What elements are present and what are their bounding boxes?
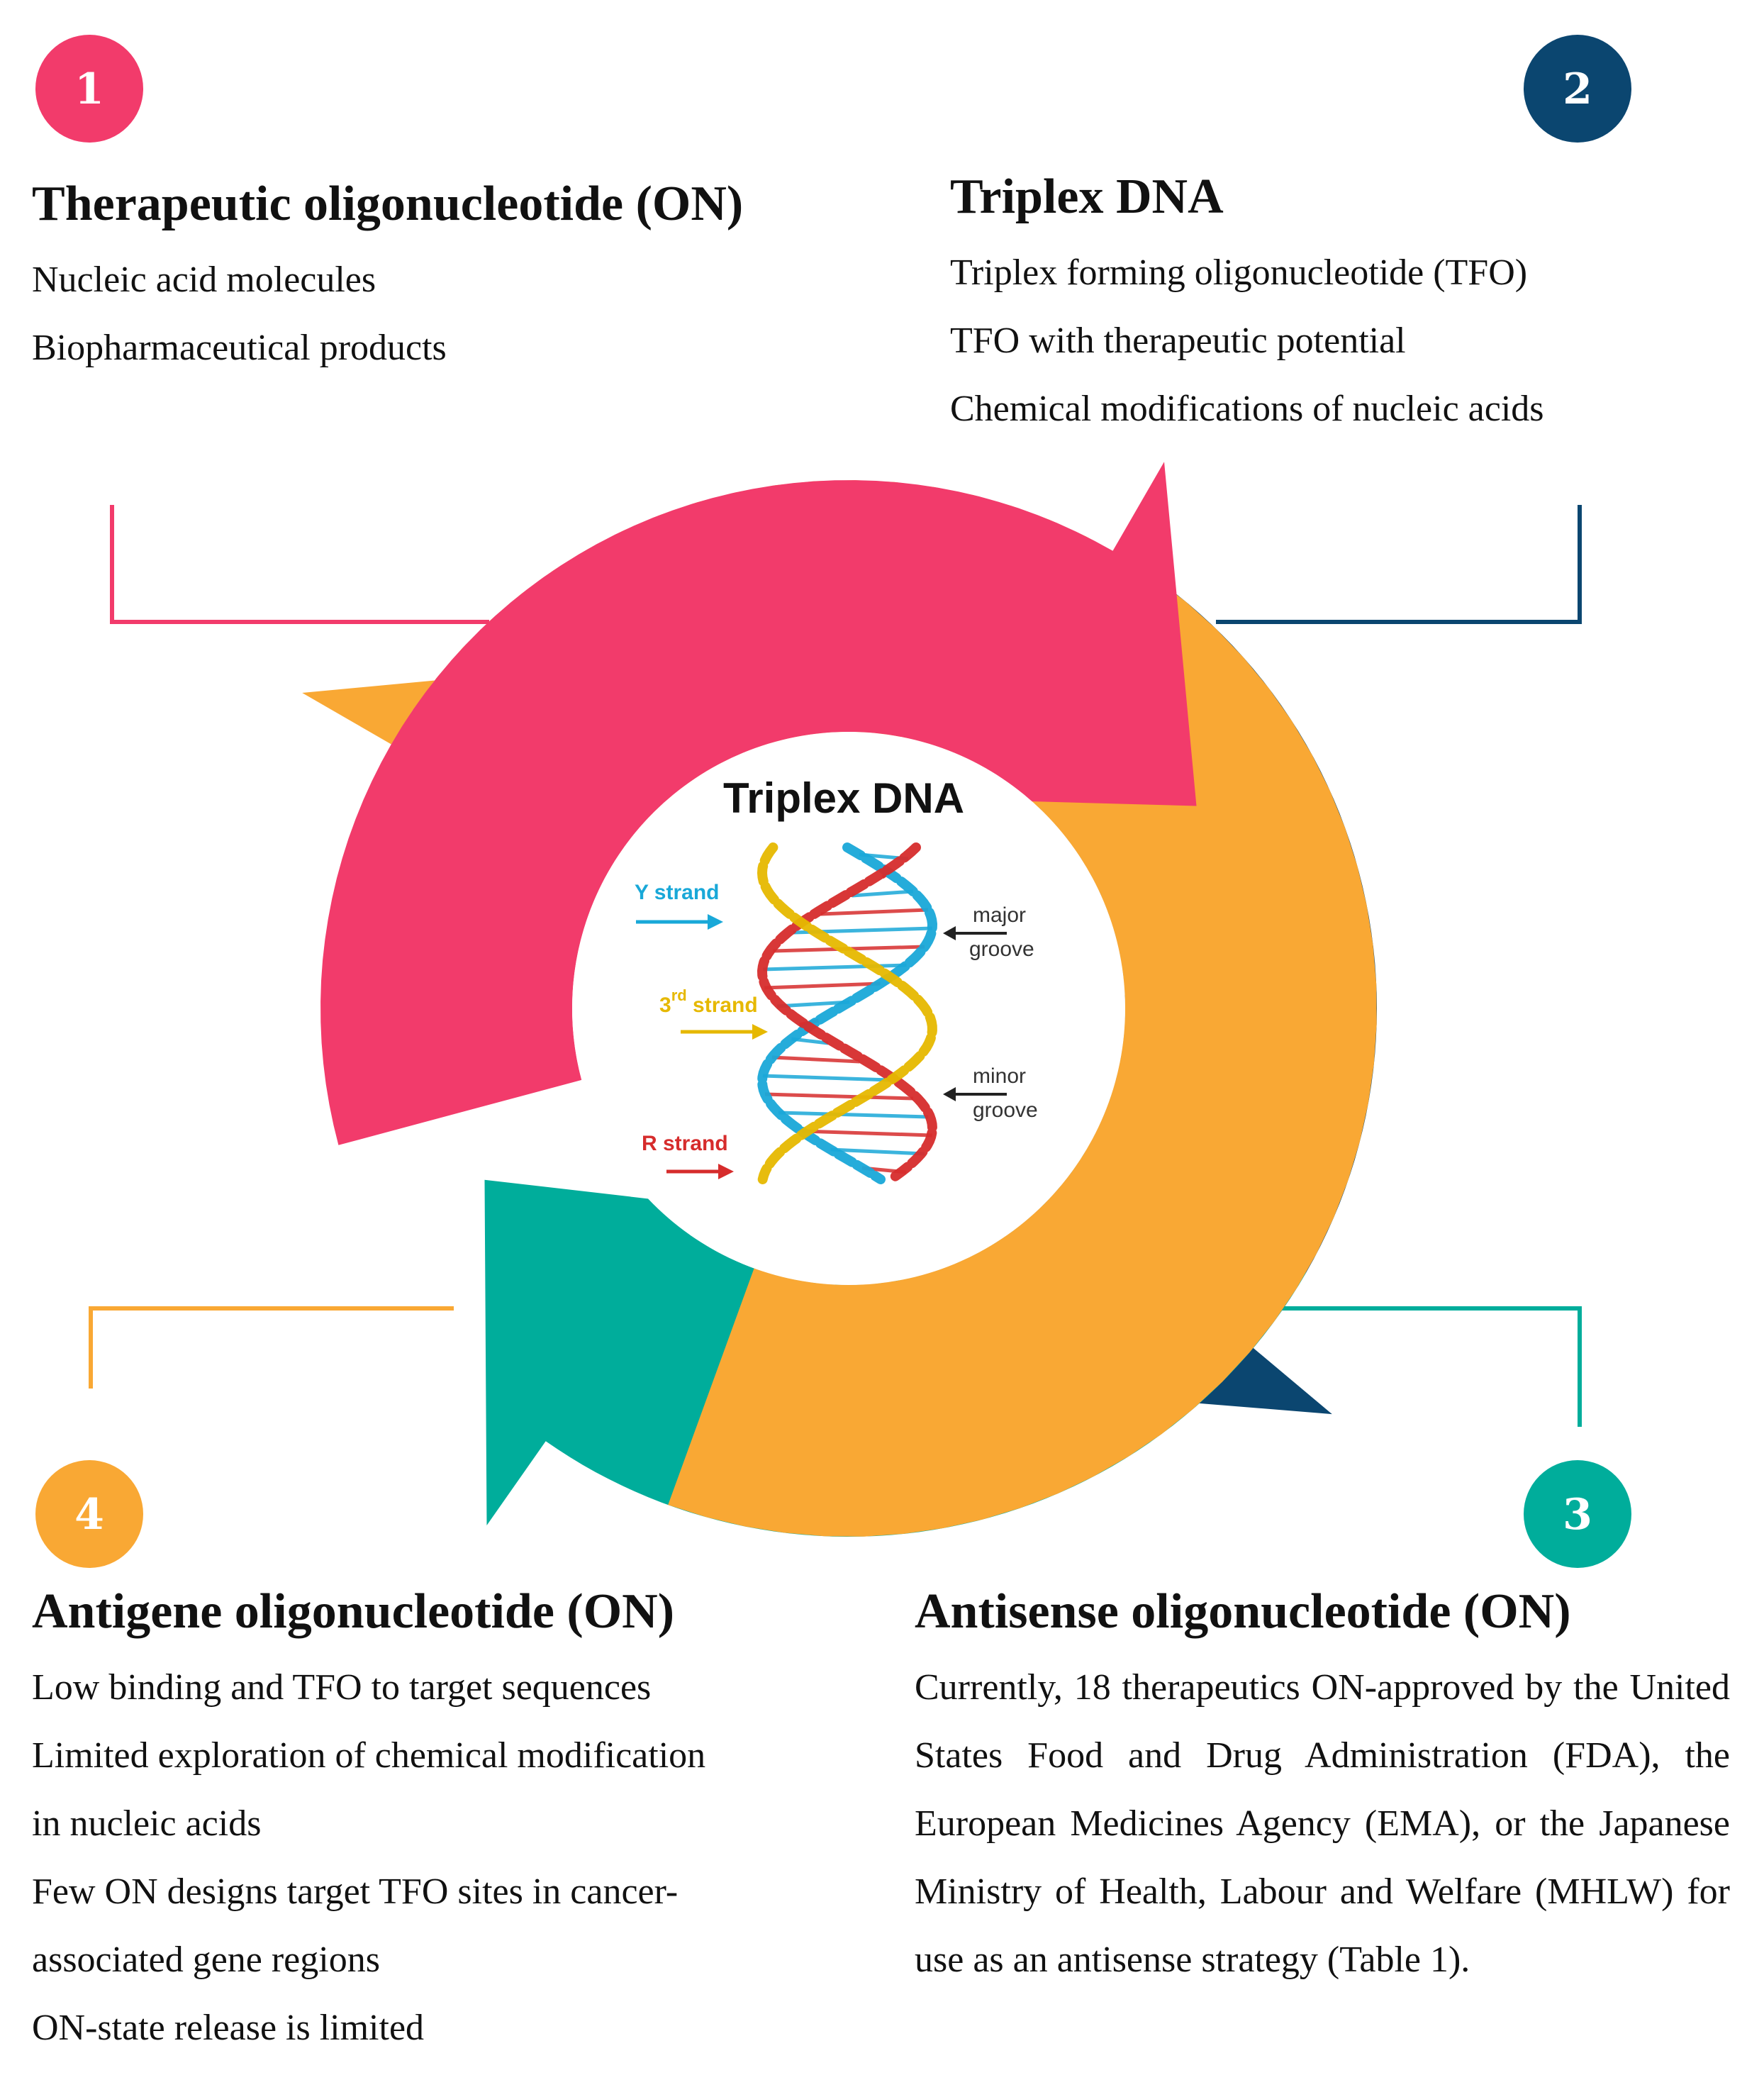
badge-2 xyxy=(1524,35,1631,143)
base-pair-rung xyxy=(771,1055,860,1064)
badge-2-number: 2 xyxy=(1563,65,1592,114)
block-antisense-on: Antisense oligonucleotide (ON) Currently… xyxy=(915,1581,1730,1994)
major-groove-label-2: groove xyxy=(969,937,1034,961)
base-pair-rung xyxy=(776,1000,850,1008)
minor-groove-label: minor xyxy=(973,1064,1026,1088)
minor-groove-label-2: groove xyxy=(973,1098,1038,1122)
connector-4 xyxy=(89,1306,454,1389)
third-strand-label: 3rd strand xyxy=(659,986,758,1017)
block-4-line: Low binding and TFO to target sequences xyxy=(32,1667,652,1708)
block-2-line: TFO with therapeutic potential xyxy=(950,321,1406,361)
block-3-title: Antisense oligonucleotide (ON) xyxy=(915,1584,1571,1639)
badge-4 xyxy=(35,1460,143,1568)
block-1-line: Nucleic acid molecules xyxy=(32,260,376,300)
block-4-line: Limited exploration of chemical modifica… xyxy=(32,1735,706,1776)
base-pair-rung xyxy=(830,1147,925,1156)
base-pair-rung xyxy=(820,908,929,916)
center-title: Triplex DNA xyxy=(723,774,964,822)
badge-3 xyxy=(1524,1460,1631,1568)
block-therapeutic-on: Therapeutic oligonucleotide (ON) Nucleic… xyxy=(32,174,869,382)
connector-3 xyxy=(1251,1306,1582,1427)
y-strand-label: Y strand xyxy=(635,881,720,904)
major-groove-label: major xyxy=(973,903,1026,927)
block-triplex-dna: Triplex DNA Triplex forming oligonucleot… xyxy=(950,167,1730,443)
r-strand-arrowhead xyxy=(718,1164,734,1179)
badge-4-number: 4 xyxy=(74,1490,104,1540)
third-strand-arrowhead xyxy=(752,1024,768,1040)
base-pair-rung xyxy=(762,1074,890,1082)
base-pair-rung xyxy=(778,1111,929,1119)
connector-1 xyxy=(110,505,489,624)
base-pair-rung xyxy=(801,1129,932,1137)
badge-3-number: 3 xyxy=(1563,1490,1592,1540)
base-pair-rung xyxy=(852,889,914,898)
block-4-line: in nucleic acids xyxy=(32,1803,262,1844)
badge-1 xyxy=(35,35,143,143)
center-disc xyxy=(572,732,1125,1285)
block-3-paragraph: Currently, 18 therapeutics ON-approved b… xyxy=(915,1667,1730,1980)
y-strand-backbone xyxy=(757,842,938,1184)
badge-1-number: 1 xyxy=(74,65,104,114)
block-4-line: ON-state release is limited xyxy=(32,2008,425,2048)
triplex-dna-helix xyxy=(757,842,938,1184)
minor-groove-arrowhead xyxy=(943,1087,956,1101)
block-antigene-on: Antigene oligonucleotide (ON) Low bindin… xyxy=(32,1581,869,2062)
base-pair-rung xyxy=(763,963,907,972)
block-2-line: Chemical modifications of nucleic acids xyxy=(950,389,1544,429)
major-groove-arrowhead xyxy=(943,926,956,940)
block-2-line: Triplex forming oligonucleotide (TFO) xyxy=(950,252,1528,293)
arrow-segment-1 xyxy=(320,462,1197,1145)
r-strand-label: R strand xyxy=(642,1132,728,1155)
base-pair-rung xyxy=(764,981,881,990)
block-1-title: Therapeutic oligonucleotide (ON) xyxy=(32,177,744,231)
base-pair-rung xyxy=(764,1092,914,1101)
y-strand-arrowhead xyxy=(708,914,723,930)
block-4-line: Few ON designs target TFO sites in cance… xyxy=(32,1871,679,1912)
r-strand-backbone xyxy=(757,842,938,1184)
block-2-title: Triplex DNA xyxy=(950,169,1224,224)
block-4-line: associated gene regions xyxy=(32,1940,380,1980)
third-strand-backbone xyxy=(757,842,937,1184)
block-1-line: Biopharmaceutical products xyxy=(32,328,447,368)
block-4-title: Antigene oligonucleotide (ON) xyxy=(32,1584,675,1639)
connector-2 xyxy=(1216,505,1582,624)
